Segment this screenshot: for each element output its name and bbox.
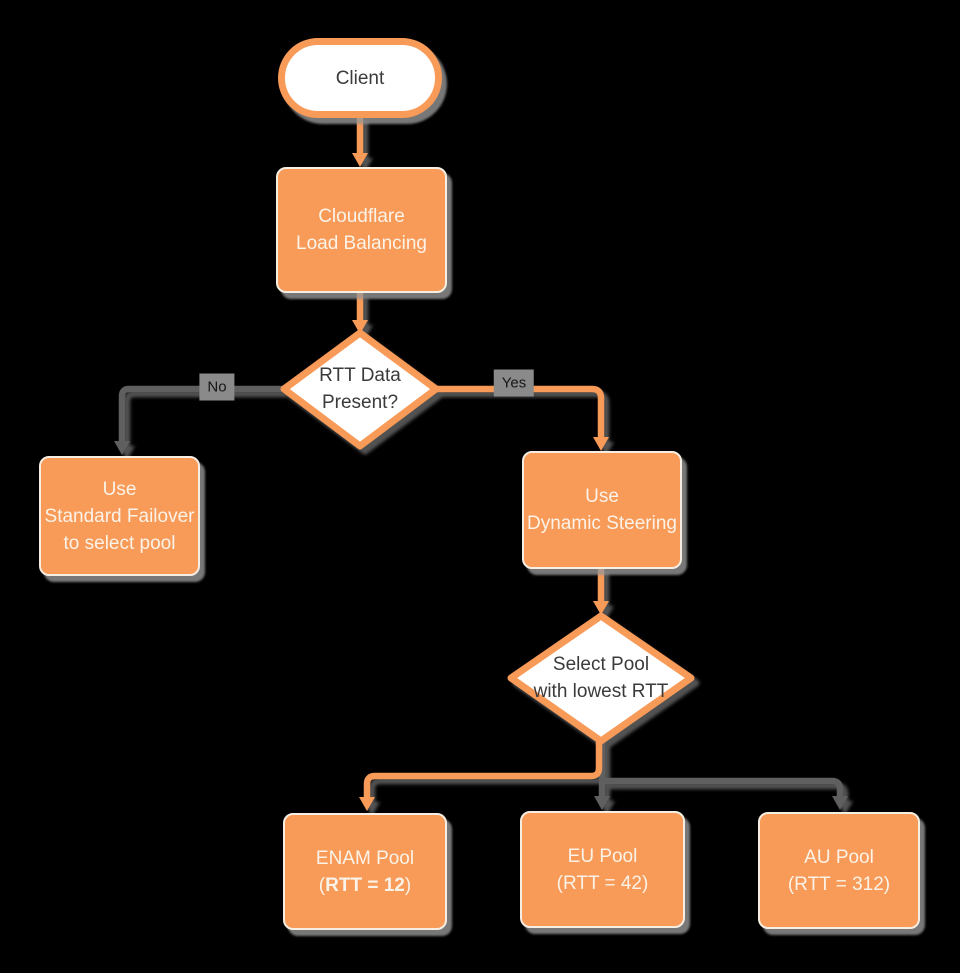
rtt-decision-diamond [280,329,440,450]
node-eu-pool: EU Pool (RTT = 42) [520,811,685,928]
arrowhead-cloudflare [352,153,368,167]
arrowhead-dynamic-steering [593,437,609,451]
arrowhead-select-pool [593,601,609,615]
edge-au-line [602,777,844,801]
arrowhead-enam [359,797,375,811]
arrowhead-rtt-decision [352,320,368,334]
eu-pool-line1: EU Pool [567,845,638,867]
edge-no-line [118,385,284,445]
arrowhead-au [832,796,848,810]
standard-failover-line3: to select pool [63,532,176,554]
node-standard-failover: Use Standard Failover to select pool [39,456,200,576]
edge-enam-line [363,742,603,801]
au-pool-line1: AU Pool [804,846,874,868]
dynamic-steering-line2: Dynamic Steering [527,513,677,534]
select-pool-line2: with lowest RTT [533,681,669,702]
node-enam-pool: ENAM Pool (RTT = 12) [283,813,447,930]
arrowhead-eu [594,796,610,810]
edge-yes-line [436,385,605,440]
dynamic-steering-line1: Use [585,486,619,507]
select-pool-diamond [507,612,695,745]
au-pool-line2: (RTT = 312) [787,873,891,895]
cloudflare-line2: Load Balancing [296,233,427,254]
rtt-decision-line2: Present? [321,392,399,413]
rtt-decision-line1: RTT Data [319,365,401,386]
select-pool-line1: Select Pool [552,654,650,675]
enam-rtt-value: RTT = 12 [325,874,405,896]
enam-pool-line2: (RTT = 12) [318,874,412,896]
arrowhead-standard-failover [114,441,130,455]
cloudflare-line1: Cloudflare [318,206,405,227]
standard-failover-line2: Standard Failover [44,505,195,527]
node-au-pool: AU Pool (RTT = 312) [758,812,920,929]
node-client: Client [278,38,442,118]
edge-label-yes: Yes [493,369,535,397]
node-cloudflare-load-balancing: Cloudflare Load Balancing [276,167,447,293]
client-label: Client [335,67,385,89]
edge-label-no: No [199,373,235,401]
standard-failover-line1: Use [102,478,137,500]
rtt-decision-label: RTT Data Present? [319,362,401,416]
node-dynamic-steering: Use Dynamic Steering [522,451,682,569]
select-pool-label: Select Pool with lowest RTT [534,651,669,705]
eu-pool-line2: (RTT = 42) [556,872,649,894]
enam-pool-line1: ENAM Pool [315,847,415,869]
